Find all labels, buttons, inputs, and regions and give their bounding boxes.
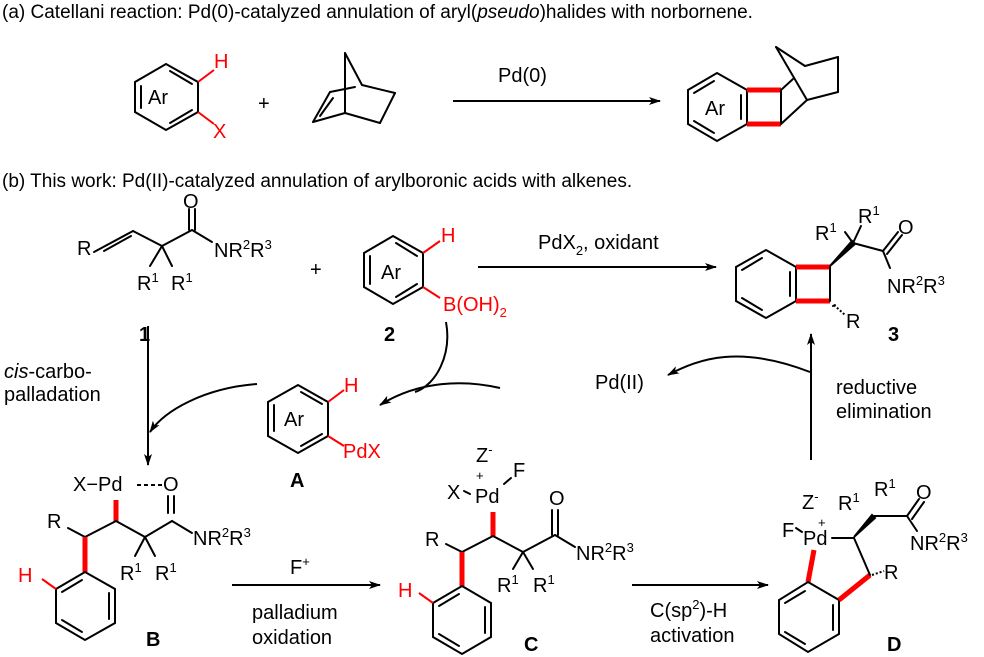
r1-label: R1: [858, 203, 880, 228]
pd-label: Pd: [803, 528, 827, 550]
compound-1-structure: R O NR2R3 R1 R1: [77, 191, 272, 295]
intermediate-a-label: A: [290, 470, 304, 492]
step-ch-activation: C(sp2)-H: [650, 597, 727, 622]
amide-nr2r3: NR2R3: [214, 237, 272, 262]
h-label: H: [398, 580, 412, 602]
product-ar-label: Ar: [705, 98, 725, 120]
step-elimination: elimination: [836, 401, 932, 423]
carbonyl-o: O: [183, 191, 199, 213]
catellani-product-structure: Ar: [687, 46, 839, 143]
r1-label: R1: [533, 572, 555, 597]
plus-charge: +: [476, 468, 484, 483]
plus-charge: +: [818, 515, 826, 530]
h-label: H: [344, 375, 358, 397]
r1-label: R1: [838, 490, 860, 515]
z-minus-label: Z-: [802, 489, 819, 514]
ar-label: Ar: [284, 409, 304, 431]
step-palladation: palladation: [4, 384, 101, 406]
intermediate-b-structure: X−Pd O R NR2R3 R1 R1 H: [18, 474, 251, 642]
ar-label: Ar: [381, 262, 401, 284]
r1-label: R1: [171, 270, 193, 295]
r1-label: R1: [137, 270, 159, 295]
r1-label: R1: [874, 476, 896, 501]
product-3-label: 3: [888, 324, 899, 346]
f-plus-reagent: F+: [290, 554, 310, 579]
intermediate-c-label: C: [524, 634, 538, 656]
intermediate-c-structure: Z- + X Pd F O R NR2R3 R1 R1 H: [398, 442, 634, 656]
ar-label: Ar: [148, 87, 168, 109]
compound-1-label: 1: [139, 324, 150, 346]
plus-sign-b: +: [310, 259, 322, 281]
compound-2-structure: Ar H B(OH)2: [363, 225, 507, 320]
heading-a: (a) Catellani reaction: Pd(0)-catalyzed …: [2, 2, 753, 23]
pdx-label: PdX: [343, 441, 381, 463]
amide-nr2r3: NR2R3: [576, 540, 634, 565]
f-label: F: [782, 520, 794, 542]
r1-label: R1: [155, 560, 177, 585]
aryl-halide-structure: Ar H X: [134, 51, 228, 143]
step-activation: activation: [650, 625, 735, 647]
curved-arrow-to-pdii: [667, 355, 811, 376]
f-label: F: [513, 460, 525, 482]
r1-label: R1: [120, 560, 142, 585]
r-label: R: [47, 511, 61, 533]
amide-nr2r3: NR2R3: [887, 273, 945, 298]
carbonyl-o: O: [916, 482, 932, 504]
curved-arrow-a-to-b: [149, 383, 258, 433]
product-3-structure: R1 R1 O NR2R3 R: [735, 203, 945, 333]
h-label: H: [18, 565, 32, 587]
heading-b: (b) This work: Pd(II)-catalyzed annulati…: [2, 171, 632, 192]
boronic-acid-label: B(OH)2: [443, 294, 507, 320]
intermediate-d-label: D: [887, 634, 901, 656]
x-label: X: [447, 482, 460, 504]
plus-sign: +: [258, 93, 270, 115]
z-minus-label: Z-: [476, 442, 493, 467]
x-pd-label: X−Pd: [73, 474, 122, 496]
amide-nr2r3: NR2R3: [193, 525, 251, 550]
amide-nr2r3: NR2R3: [910, 530, 968, 555]
h-label: H: [441, 225, 455, 247]
norbornene-structure: [312, 52, 396, 124]
step-oxidation: oxidation: [252, 627, 332, 649]
step-reductive: reductive: [836, 377, 917, 399]
pd-ii-label: Pd(II): [595, 372, 644, 394]
curved-arrow-2: [414, 321, 449, 393]
x-label: X: [213, 121, 226, 143]
intermediate-a-structure: Ar H PdX: [267, 375, 381, 463]
r1-label: R1: [497, 572, 519, 597]
h-label: H: [214, 51, 228, 73]
curved-arrow-pdii-to-a: [379, 382, 501, 406]
step-palladium: palladium: [252, 602, 338, 624]
r-label: R: [884, 562, 898, 584]
compound-2-label: 2: [384, 324, 395, 346]
r-label: R: [425, 529, 439, 551]
o-label: O: [163, 474, 179, 496]
intermediate-b-label: B: [146, 629, 160, 651]
pd-label: Pd: [475, 486, 499, 508]
step-cis-carbo: cis-carbo-: [4, 361, 92, 383]
reaction-conditions: PdX2, oxidant: [538, 232, 659, 258]
o-label: O: [549, 488, 565, 510]
intermediate-d-structure: Z- + F Pd R R1 R1 O NR2R3: [778, 476, 968, 654]
catalyst-pd0: Pd(0): [498, 65, 547, 87]
carbonyl-o: O: [898, 217, 914, 239]
r-label: R: [846, 311, 860, 333]
r-label: R: [77, 238, 91, 260]
r1-label: R1: [815, 220, 837, 245]
